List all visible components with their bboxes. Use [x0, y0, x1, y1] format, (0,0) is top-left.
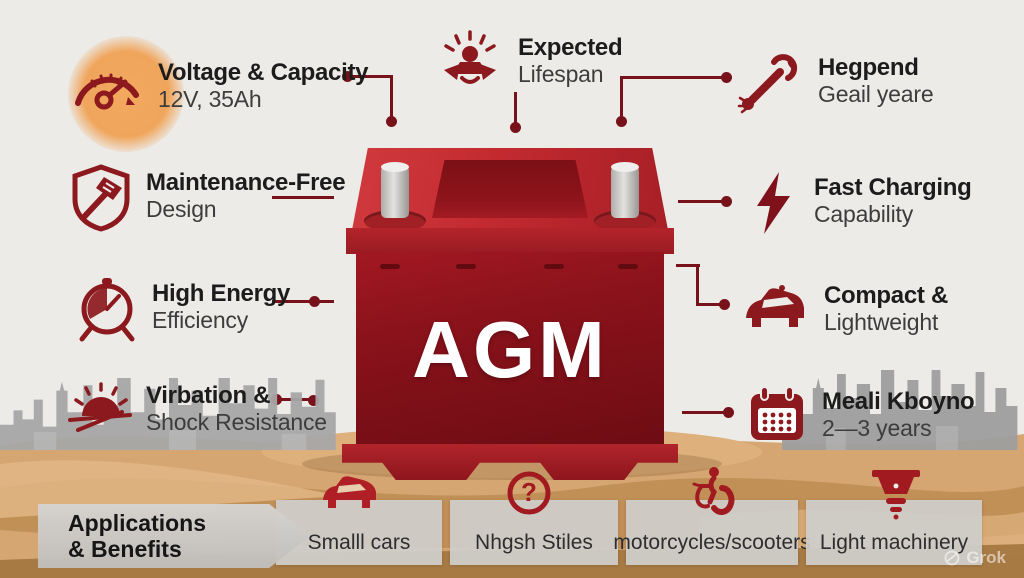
calendar-icon [748, 386, 806, 447]
applications-benefits-banner: Applications & Benefits [38, 504, 310, 568]
app-panel-nhgsh: Nhgsh Stiles [450, 500, 618, 565]
wrench-icon [736, 52, 800, 119]
app-panel-motorcycles: motorcycles/scooters [613, 500, 811, 565]
banner-line1: Applications [68, 510, 207, 536]
app-label: Light machinery [819, 531, 969, 554]
question-icon: ? [506, 470, 552, 521]
right-city-skyline [782, 370, 1018, 450]
shield-hammer-icon [68, 163, 134, 238]
feature-title: Compact & [824, 282, 948, 309]
machinery-icon [866, 468, 926, 525]
battery-handle-recess [432, 160, 588, 218]
feature-high-energy: High Energy Efficiency [76, 276, 290, 349]
battery-terminal-left [381, 162, 409, 218]
sun-icon [68, 380, 134, 441]
feature-subtitle: Shock Resistance [146, 409, 327, 435]
gauge-icon [70, 55, 144, 122]
feature-expected-lifespan: Expected Lifespan [438, 30, 623, 101]
lightning-icon [752, 170, 794, 241]
lifespan-icon [438, 30, 502, 101]
feature-title: Virbation & [146, 382, 271, 409]
feature-vibration: Virbation & Shock Resistance [68, 380, 327, 441]
feature-meali: Meali Kboyno 2—3 years [748, 386, 975, 447]
battery-collar [346, 228, 674, 254]
feature-fast-charging: Fast Charging Capability [752, 170, 972, 241]
battery-terminal-right [611, 162, 639, 218]
app-label: Nhgsh Stiles [475, 531, 593, 554]
grok-logo-icon [944, 550, 960, 566]
battery-label: AGM [412, 305, 608, 394]
feature-title: High Energy [152, 280, 291, 307]
feature-hegpend: Hegpend Geail yeare [736, 52, 934, 119]
app-label: motorcycles/scooters [613, 531, 811, 554]
grok-watermark: Grok [944, 548, 1006, 568]
app-label: Smalll cars [307, 531, 411, 554]
feature-title: Fast Charging [814, 174, 972, 201]
battery-terminal-base-right [594, 210, 656, 232]
car-icon [742, 282, 808, 339]
feature-compact: Compact & Lightweight [742, 282, 948, 339]
feature-title: Hegpend [818, 54, 919, 81]
feature-subtitle: Design [146, 196, 217, 222]
feature-subtitle: Capability [814, 201, 913, 227]
feature-title: Expected [518, 34, 623, 61]
feature-subtitle: Efficiency [152, 307, 249, 333]
orange-highlight-blob [68, 36, 184, 152]
left-city-skyline [0, 378, 336, 450]
feature-subtitle: Lightweight [824, 309, 939, 335]
agm-battery-illustration: AGM [340, 138, 680, 480]
feature-subtitle: 2—3 years [822, 415, 932, 441]
battery-body: AGM [356, 252, 664, 450]
feature-title: Maintenance-Free [146, 169, 346, 196]
feature-voltage-capacity: Voltage & Capacity 12V, 35Ah [70, 55, 369, 122]
feature-title: Meali Kboyno [822, 388, 975, 415]
feature-subtitle: 12V, 35Ah [158, 86, 262, 112]
battery-terminal-base-left [364, 210, 426, 232]
banner-line2: & Benefits [68, 536, 182, 562]
feature-subtitle: Geail yeare [818, 81, 934, 107]
scooter-icon [686, 464, 738, 527]
feature-subtitle: Lifespan [518, 61, 604, 87]
svg-text:?: ? [521, 477, 537, 507]
feature-maintenance-free: Maintenance-Free Design [68, 163, 346, 238]
small-car-icon [320, 472, 380, 517]
grok-watermark-text: Grok [966, 548, 1006, 567]
feature-title: Voltage & Capacity [158, 59, 369, 86]
alarm-clock-icon [76, 276, 138, 349]
